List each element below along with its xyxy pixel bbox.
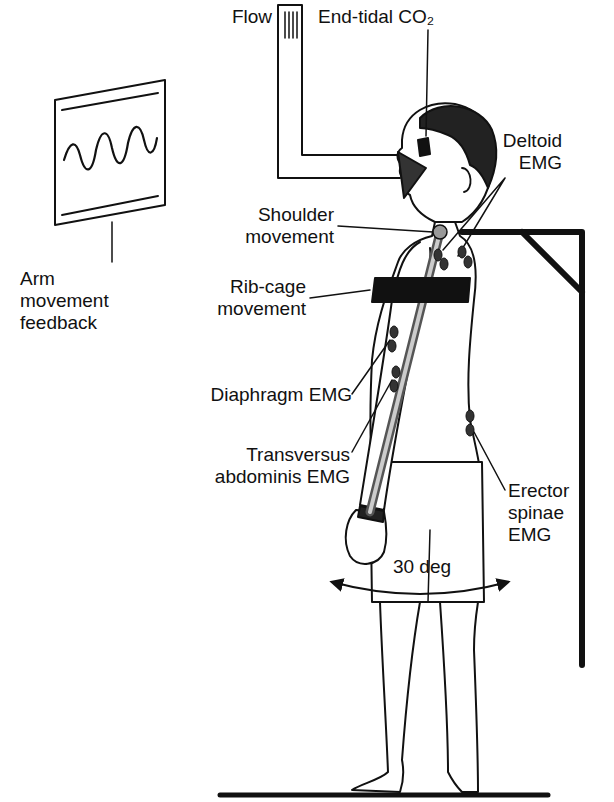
transversus-label: Transversus abdominis EMG [200,444,350,488]
feedback-label: Arm movement feedback [20,268,120,334]
deltoid-label: Deltoid EMG [470,130,562,174]
erector-label: Erector spinae EMG [508,480,598,546]
diaphragm-label: Diaphragm EMG [172,384,352,406]
shoulder-label: Shoulder movement [204,204,334,248]
co2-label: End-tidal CO₂ [318,6,488,28]
flow-label: Flow [222,6,272,28]
angle-label: 30 deg [382,556,462,578]
ribcage-label: Rib-cage movement [208,276,306,320]
